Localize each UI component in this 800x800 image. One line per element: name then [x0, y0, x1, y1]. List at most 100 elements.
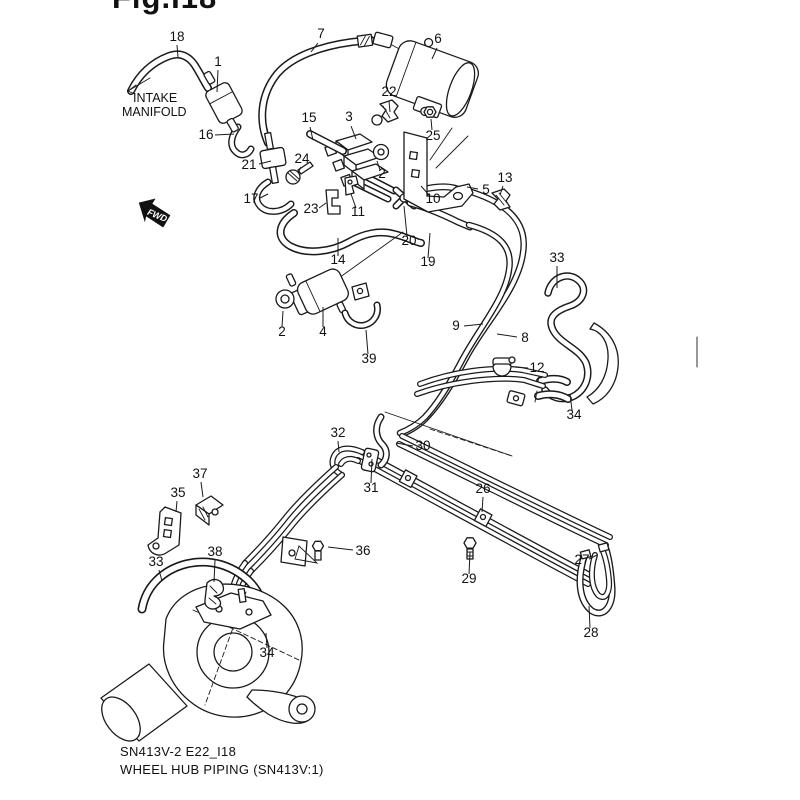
callout-25: 25: [425, 118, 441, 143]
callout-36: 36: [327, 543, 371, 558]
callout-leader-line: [327, 546, 354, 551]
upper-band-pipes: [414, 365, 548, 407]
intake-manifold-arrow: [127, 77, 151, 95]
callout-leader-line: [463, 323, 484, 327]
callout-14: 14: [330, 238, 346, 267]
pipe-30: [373, 413, 390, 469]
callout-26: 26: [475, 481, 491, 513]
callout-39: 39: [361, 329, 377, 366]
hose-33-right: [541, 272, 619, 405]
clamp-plate-26a: [398, 469, 418, 489]
hose-clamp-mark: [356, 33, 374, 48]
bracket-31: [360, 447, 380, 473]
callout-22: 22: [381, 84, 397, 113]
clamp-13: [491, 188, 511, 211]
clamp-23: [325, 189, 341, 215]
callout-30: 30: [395, 438, 431, 453]
callout-34l: 34: [259, 632, 275, 660]
callout-27: 27: [574, 552, 598, 567]
callout-leader-line: [214, 133, 235, 136]
bracket-5: [403, 127, 474, 213]
callout-leader-line: [420, 185, 430, 196]
callout-number: 29: [461, 571, 476, 586]
callout-number: 31: [363, 480, 378, 495]
callout-number: 2: [278, 324, 286, 339]
callout-number: 26: [475, 481, 490, 496]
callout-leader-line: [309, 126, 314, 141]
callout-2b: 2: [278, 310, 286, 339]
callout-number: 20: [401, 233, 416, 248]
callout-number: 5: [482, 182, 490, 197]
callout-number: 2: [378, 166, 386, 181]
mount-plate-36-area: [280, 536, 319, 567]
bolt-24: [285, 161, 314, 185]
callout-number: 34: [566, 407, 582, 422]
callout-number: 16: [198, 127, 213, 142]
callout-34r: 34: [566, 393, 582, 422]
callout-number: 11: [351, 204, 365, 219]
callout-11: 11: [350, 193, 365, 219]
callout-leader-line: [175, 500, 178, 513]
callout-35: 35: [170, 485, 186, 513]
callout-leader-line: [427, 232, 431, 259]
callout-6: 6: [431, 31, 442, 60]
hose-7: [258, 31, 404, 147]
callout-leader-line: [513, 366, 529, 369]
callout-number: 27: [574, 552, 589, 567]
callout-24: 24: [294, 151, 310, 174]
callout-18: 18: [169, 29, 185, 58]
callout-number: 28: [583, 625, 598, 640]
callout-leader-line: [468, 551, 471, 575]
callout-leader-line: [158, 569, 163, 582]
callout-number: 6: [434, 31, 442, 46]
callout-number: 30: [415, 438, 430, 453]
callout-number: 39: [361, 351, 376, 366]
callout-leader-line: [337, 440, 340, 453]
callout-leader-line: [403, 205, 408, 237]
callout-28: 28: [583, 605, 599, 640]
callout-number: 13: [497, 170, 512, 185]
callout-leader-line: [376, 160, 381, 171]
callout-leader-line: [216, 69, 219, 93]
callout-leader-line: [281, 310, 284, 328]
callout-number: 34: [259, 645, 275, 660]
callout-leader-line: [258, 160, 272, 165]
callout-number: 21: [241, 157, 256, 172]
callout-38: 38: [207, 544, 223, 583]
callout-number: 23: [303, 201, 318, 216]
wheel-hub-knuckle: [100, 583, 316, 742]
callout-leader-line: [588, 605, 591, 629]
callout-7: 7: [310, 26, 325, 53]
callout-number: 36: [355, 543, 370, 558]
pump-4: [275, 268, 349, 316]
callout-leader-line: [481, 496, 484, 513]
callout-number: 9: [452, 318, 460, 333]
callout-number: 19: [420, 254, 435, 269]
callout-10: 10: [420, 185, 441, 206]
figure-title: Fig.I18: [112, 0, 217, 16]
callout-8: 8: [496, 330, 529, 345]
callout-leader-line: [259, 193, 269, 199]
callout-number: 15: [301, 110, 316, 125]
callout-leader-line: [496, 333, 518, 338]
callout-16: 16: [198, 127, 235, 142]
hose-28: [579, 542, 613, 600]
callout-17: 17: [243, 191, 269, 206]
callout-number: 4: [319, 324, 327, 339]
callout-number: 18: [169, 29, 184, 44]
intake-manifold-label-line1: INTAKE: [133, 91, 177, 105]
callout-number: 1: [214, 54, 222, 69]
callout-number: 33: [549, 250, 564, 265]
hose-14: [276, 209, 425, 256]
tube-15: [306, 130, 347, 155]
clamp-22: [371, 99, 399, 126]
callout-number: 8: [521, 330, 529, 345]
callout-leader-line: [569, 393, 573, 411]
footer-title: WHEEL HUB PIPING (SN413V:1): [120, 762, 324, 777]
clamp-37: [195, 495, 224, 526]
callout-1: 1: [214, 54, 222, 93]
callout-21: 21: [241, 157, 272, 172]
